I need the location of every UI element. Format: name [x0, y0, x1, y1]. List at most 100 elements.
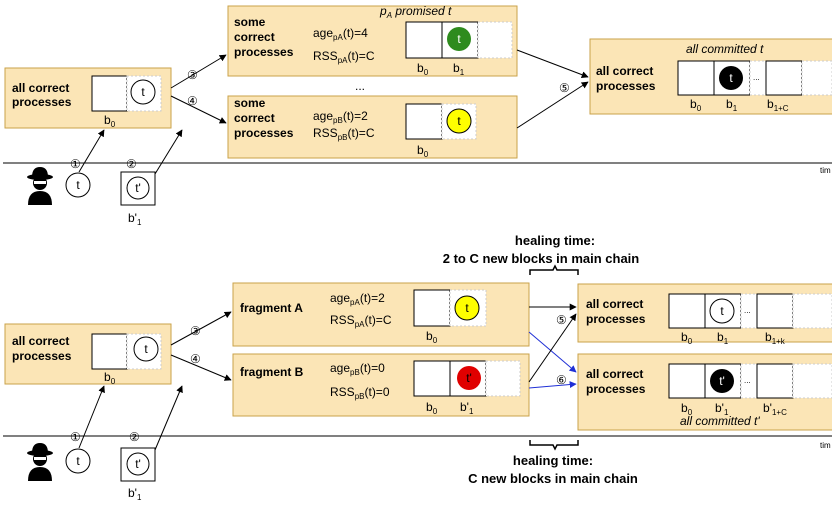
top-start-block-b0 [91, 75, 128, 112]
svg-text:b1: b1 [726, 97, 738, 113]
top-b-tx-yellow [446, 108, 472, 134]
svg-text:t: t [141, 85, 145, 99]
svg-text:all committed t: all committed t [686, 42, 764, 56]
svg-text:pA promised t: pA promised t [379, 4, 452, 20]
svg-text:processes: processes [586, 382, 646, 396]
svg-text:b1: b1 [717, 330, 729, 346]
svg-text:b0: b0 [104, 370, 116, 386]
top-step-4: ④ [187, 94, 198, 108]
svg-text:t: t [457, 114, 461, 128]
svg-text:RSSpB(t)=C: RSSpB(t)=C [313, 126, 375, 142]
svg-text:b0: b0 [681, 330, 693, 346]
bottom-start-tx-t [133, 336, 159, 362]
bottom-adversary-tx [65, 448, 91, 474]
svg-text:RSSpA(t)=C: RSSpA(t)=C [330, 313, 392, 329]
svg-text:processes: processes [12, 349, 72, 363]
svg-text:b1: b1 [453, 61, 465, 77]
bottom-step-1: ① [70, 430, 81, 444]
svg-text:...: ... [744, 306, 751, 315]
healing-bottom-brace [529, 440, 579, 451]
svg-text:correct: correct [234, 111, 275, 125]
svg-text:correct: correct [234, 30, 275, 44]
healing-top-line1: healing time: [515, 233, 595, 248]
top-committed-block-b0 [677, 60, 715, 96]
svg-text:all correct: all correct [12, 334, 69, 348]
bottom-step-4: ④ [190, 352, 201, 366]
top-start-box: all correct processes t b0 [4, 67, 172, 129]
svg-text:processes: processes [234, 45, 294, 59]
top-b-block-b0 [405, 103, 443, 140]
bottom-step-2: ② [129, 430, 140, 444]
top-step-3: ③ [187, 68, 198, 82]
fragment-a-block-b0 [413, 289, 451, 327]
svg-text:t: t [729, 71, 733, 85]
healing-bottom-line2: C new blocks in main chain [468, 471, 638, 486]
svg-text:t': t' [466, 371, 472, 385]
svg-text:agepB(t)=0: agepB(t)=0 [330, 361, 385, 377]
svg-text:some: some [234, 15, 266, 29]
result-a-tx-t [709, 298, 735, 324]
top-ellipsis: ... [355, 79, 365, 93]
top-step-2: ② [126, 157, 137, 171]
top-start-tx-t [130, 79, 156, 105]
bottom-step-5: ⑤ [556, 313, 567, 327]
top-group-a: pA promised t some correct processes age… [227, 4, 518, 77]
svg-text:b0: b0 [426, 329, 438, 345]
top-adversary-icon [27, 167, 53, 205]
svg-text:processes: processes [586, 312, 646, 326]
svg-text:RSSpA(t)=C: RSSpA(t)=C [313, 49, 375, 65]
svg-text:agepA(t)=4: agepA(t)=4 [313, 26, 368, 42]
top-step-1: ① [70, 157, 81, 171]
fragment-b-tx-red [457, 366, 481, 390]
top-adversary-tx [65, 172, 91, 198]
svg-text:b0: b0 [104, 113, 116, 129]
fragment-b: fragment B agepB(t)=0 RSSpB(t)=0 t' b0 b… [232, 353, 530, 417]
svg-text:b'1: b'1 [460, 400, 474, 416]
healing-bottom-line1: healing time: [513, 453, 593, 468]
svg-text:all correct: all correct [596, 64, 653, 78]
svg-text:all correct: all correct [12, 81, 69, 95]
svg-text:RSSpB(t)=0: RSSpB(t)=0 [330, 385, 390, 401]
svg-text:t: t [144, 342, 148, 356]
fragment-b-block-b0 [413, 360, 451, 397]
svg-text:all committed t': all committed t' [680, 414, 760, 428]
svg-text:b0: b0 [417, 143, 429, 159]
svg-text:b0: b0 [417, 61, 429, 77]
result-b-tx-black [710, 369, 734, 393]
top-committed-tx-black [719, 66, 743, 90]
svg-text:...: ... [744, 376, 751, 385]
healing-top-brace [529, 264, 579, 275]
svg-text:fragment A: fragment A [240, 301, 303, 315]
svg-text:t': t' [719, 374, 725, 388]
fragment-a: fragment A agepA(t)=2 RSSpA(t)=C t b0 [232, 282, 530, 347]
top-scenario: tim all correct processes t b0 t t' b'1 … [3, 4, 832, 227]
svg-text:t': t' [135, 457, 141, 471]
top-step-5: ⑤ [559, 81, 570, 95]
bottom-step-3: ③ [190, 324, 201, 338]
top-a-block-b0 [405, 21, 443, 59]
svg-text:agepA(t)=2: agepA(t)=2 [330, 291, 385, 307]
svg-text:agepB(t)=2: agepB(t)=2 [313, 109, 368, 125]
svg-text:some: some [234, 96, 266, 110]
top-committed-block-b1C [765, 60, 803, 96]
top-time-label: tim [820, 166, 831, 175]
bottom-scenario: healing time: 2 to C new blocks in main … [3, 233, 832, 502]
svg-text:tim: tim [820, 441, 831, 450]
result-box-a: all correct processes ... t b0 b1 b1+k [577, 283, 832, 346]
svg-text:...: ... [753, 73, 760, 82]
fragment-a-tx-yellow [454, 295, 480, 321]
svg-text:b'1: b'1 [128, 211, 142, 227]
svg-text:processes: processes [12, 95, 72, 109]
svg-text:b'1+C: b'1+C [763, 401, 787, 417]
svg-text:t: t [457, 32, 461, 46]
healing-top-line2: 2 to C new blocks in main chain [443, 251, 640, 266]
svg-text:b0: b0 [426, 400, 438, 416]
bottom-start-box: all correct processes t b0 [4, 323, 172, 386]
svg-text:t: t [76, 454, 80, 468]
top-committed-box: all committed t all correct processes ..… [589, 38, 832, 115]
svg-text:t': t' [135, 181, 141, 195]
svg-text:b1+k: b1+k [765, 330, 786, 346]
bottom-adversary-icon [27, 443, 53, 481]
result-box-b: all correct processes ... t' b0 b'1 b'1+… [577, 353, 832, 431]
